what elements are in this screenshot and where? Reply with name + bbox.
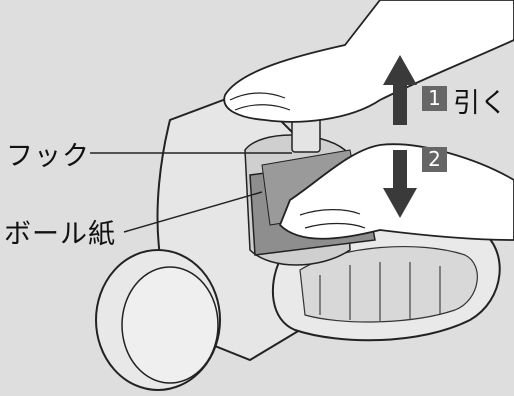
- step-2-badge: 2: [422, 147, 447, 172]
- step-1-text: 引く: [453, 81, 507, 120]
- paper-label: ボール紙: [4, 212, 116, 251]
- step-1-badge: 1: [422, 86, 447, 111]
- hook-label: フック: [6, 134, 90, 173]
- vacuum-wheel: [96, 250, 220, 390]
